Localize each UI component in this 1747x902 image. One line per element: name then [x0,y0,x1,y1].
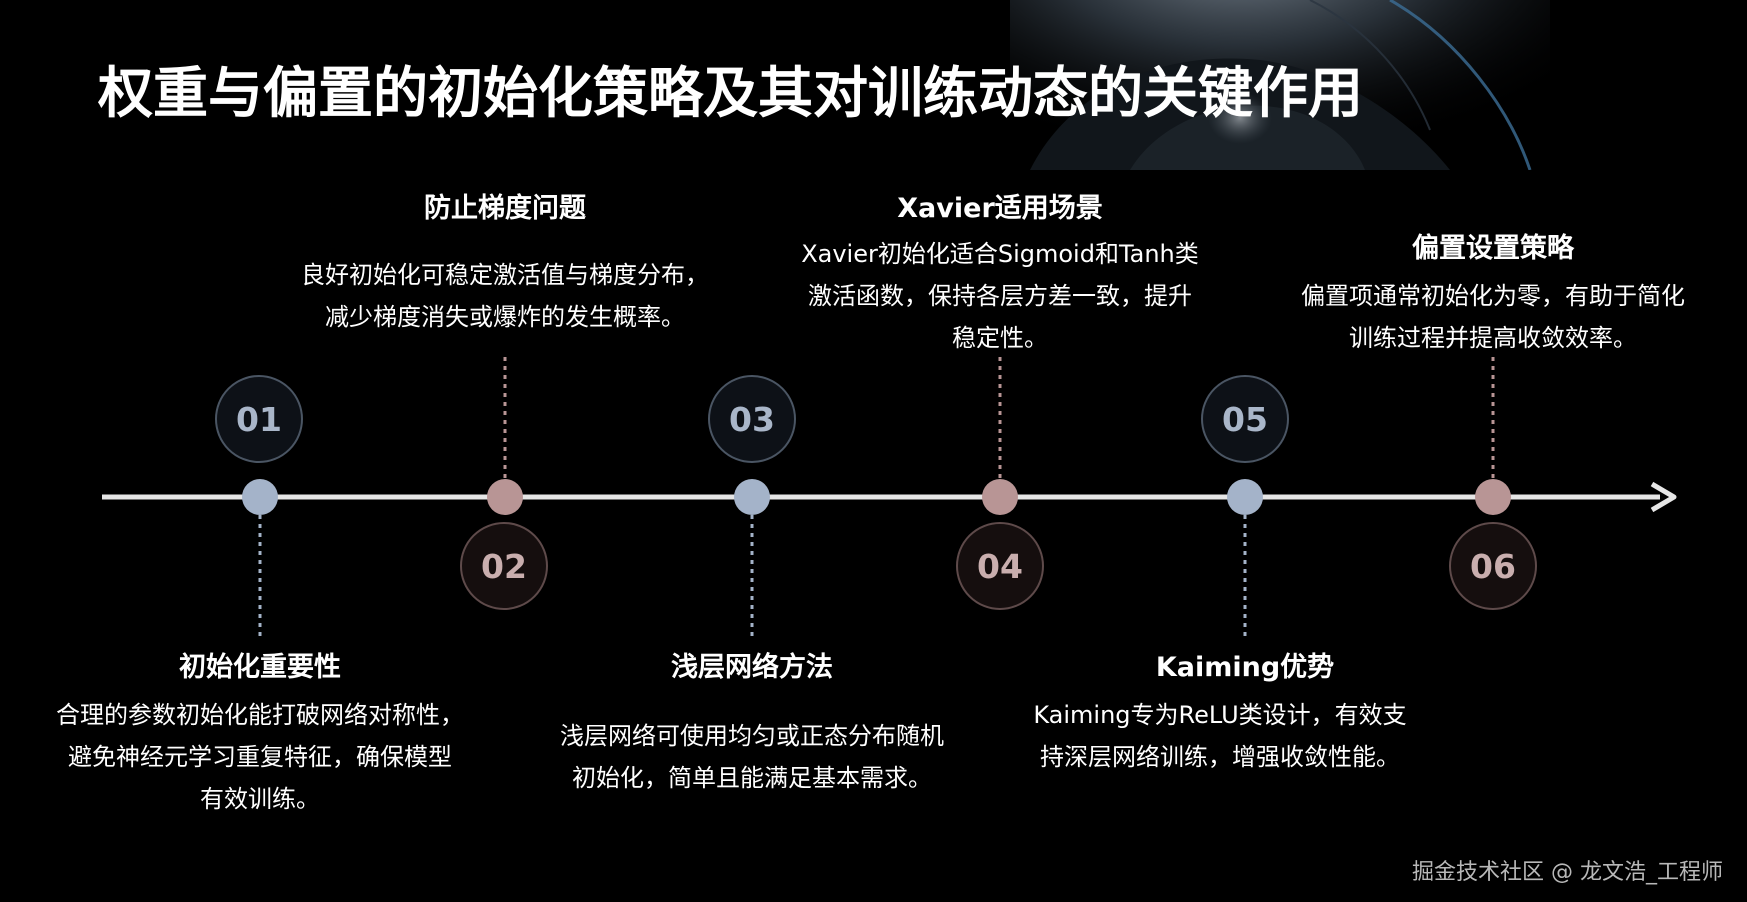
milestone-description-04: Xavier初始化适合Sigmoid和Tanh类 激活函数，保持各层方差一致，提… [760,233,1240,359]
milestone-description-02: 良好初始化可稳定激活值与梯度分布， 减少梯度消失或爆炸的发生概率。 [265,254,745,338]
timeline-node-06 [1475,479,1511,515]
description-line: 激活函数，保持各层方差一致，提升 [808,282,1192,310]
milestone-description-05: Kaiming专为ReLU类设计，有效支 持深层网络训练，增强收敛性能。 [1000,694,1440,778]
timeline-node-02 [487,479,523,515]
page-title: 权重与偏置的初始化策略及其对训练动态的关键作用 [98,61,1364,125]
description-line: 避免神经元学习重复特征，确保模型 [68,743,452,771]
description-line: Kaiming专为ReLU类设计，有效支 [1033,701,1407,729]
milestone-number-06: 06 [1449,522,1537,610]
milestone-heading-01: 初始化重要性 [179,652,341,683]
milestone-heading-06: 偏置设置策略 [1412,233,1574,264]
description-line: 稳定性。 [952,324,1048,352]
description-line: 持深层网络训练，增强收敛性能。 [1040,743,1400,771]
watermark: 掘金技术社区 @ 龙文浩_工程师 [1412,860,1723,885]
description-line: 合理的参数初始化能打破网络对称性， [56,701,464,729]
milestone-description-06: 偏置项通常初始化为零，有助于简化 训练过程并提高收敛效率。 [1253,275,1733,359]
milestone-description-03: 浅层网络可使用均匀或正态分布随机 初始化，简单且能满足基本需求。 [517,715,987,799]
milestone-heading-05: Kaiming优势 [1155,652,1335,683]
background-decoration-image [1010,0,1550,170]
milestone-heading-03: 浅层网络方法 [671,652,833,683]
milestone-number-02: 02 [460,522,548,610]
timeline-arrowhead [1650,481,1677,513]
description-line: 初始化，简单且能满足基本需求。 [572,764,932,792]
milestone-number-04: 04 [956,522,1044,610]
milestone-number-03: 03 [708,375,796,463]
timeline-node-04 [982,479,1018,515]
description-line: 有效训练。 [200,785,320,813]
timeline-node-01 [242,479,278,515]
timeline-node-05 [1227,479,1263,515]
description-line: 浅层网络可使用均匀或正态分布随机 [560,722,944,750]
description-line: 训练过程并提高收敛效率。 [1349,324,1637,352]
milestone-number-01: 01 [215,375,303,463]
description-line: Xavier初始化适合Sigmoid和Tanh类 [801,240,1199,268]
description-line: 良好初始化可稳定激活值与梯度分布， [301,261,709,289]
milestone-heading-04: Xavier适用场景 [897,193,1103,224]
description-line: 减少梯度消失或爆炸的发生概率。 [325,303,685,331]
timeline-node-03 [734,479,770,515]
milestone-number-05: 05 [1201,375,1289,463]
milestone-heading-02: 防止梯度问题 [424,193,586,224]
milestone-description-01: 合理的参数初始化能打破网络对称性， 避免神经元学习重复特征，确保模型 有效训练。 [20,694,500,820]
description-line: 偏置项通常初始化为零，有助于简化 [1301,282,1685,310]
